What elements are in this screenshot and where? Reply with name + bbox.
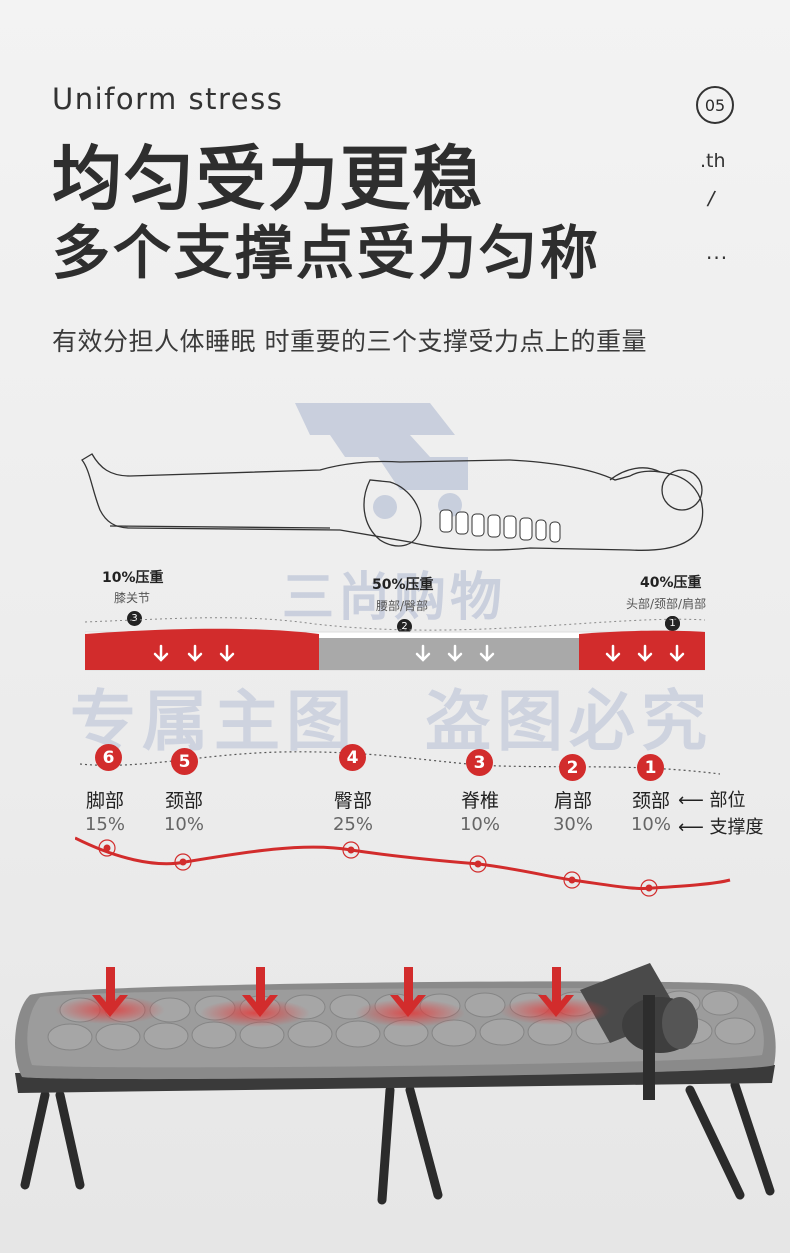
legend-arrow-icon: ⟵ (678, 817, 704, 838)
pressure-bar (85, 617, 705, 671)
description: 有效分担人体睡眠 时重要的三个支撑受力点上的重量 (52, 327, 647, 356)
point-5-percent: 10% (163, 814, 204, 835)
point-4-name: 臀部 (333, 790, 372, 812)
point-6-badge: 6 (95, 744, 122, 771)
zone-3-percent: 10%压重 (102, 570, 164, 586)
point-5-badge: 5 (171, 748, 198, 775)
headline: 均匀受力更稳 (52, 138, 484, 220)
point-3-name: 脊椎 (460, 790, 499, 812)
folding-bed-illustration (15, 963, 776, 1205)
point-2-percent: 30% (552, 814, 593, 835)
point-1-name: 颈部 (631, 790, 670, 812)
point-1-percent: 10% (630, 814, 671, 835)
zone-3-marker: 3 (127, 611, 142, 626)
english-title: Uniform stress (52, 82, 284, 116)
zone-1-parts: 头部/颈部/肩部 (626, 597, 707, 611)
point-2-badge: 2 (559, 754, 586, 781)
watermark-right-text: 盗图必究 (425, 683, 713, 760)
point-1-badge: 1 (637, 754, 664, 781)
point-3-percent: 10% (459, 814, 500, 835)
decorative-slash: / (705, 185, 717, 211)
legend-part-label: 部位 (709, 790, 746, 811)
section-suffix: .th (700, 150, 726, 172)
zone-2-percent: 50%压重 (372, 577, 434, 593)
point-2-name: 肩部 (553, 790, 592, 812)
zone-1-marker-label: 1 (665, 616, 680, 631)
zone-2-marker: 2 (397, 619, 412, 634)
watermark-brand: 三尚购物 (282, 568, 507, 628)
point-4-badge: 4 (339, 744, 366, 771)
point-6-name: 脚部 (85, 790, 124, 812)
point-3-badge: 3 (466, 749, 493, 776)
point-4-percent: 25% (332, 814, 373, 835)
subheadline: 多个支撑点受力匀称 (52, 219, 602, 287)
legend-arrow-icon: ⟵ (678, 790, 704, 811)
support-curve (75, 836, 731, 897)
legend-support-label: 支撑度 (709, 817, 764, 838)
legend-part: ⟵ 部位 (678, 786, 746, 812)
zone-2-parts: 腰部/臀部 (376, 599, 429, 613)
point-5-name: 颈部 (164, 790, 203, 812)
points-dotted-line (80, 751, 720, 775)
section-number-badge: 05 (696, 86, 734, 124)
point-6-percent: 15% (84, 814, 125, 835)
legend-support: ⟵ 支撑度 (678, 813, 764, 839)
body-outline-illustration (81, 453, 704, 551)
zone-3-parts: 膝关节 (114, 591, 151, 605)
zone-1-percent: 40%压重 (640, 575, 702, 591)
decorative-ellipsis: ... (706, 240, 729, 264)
